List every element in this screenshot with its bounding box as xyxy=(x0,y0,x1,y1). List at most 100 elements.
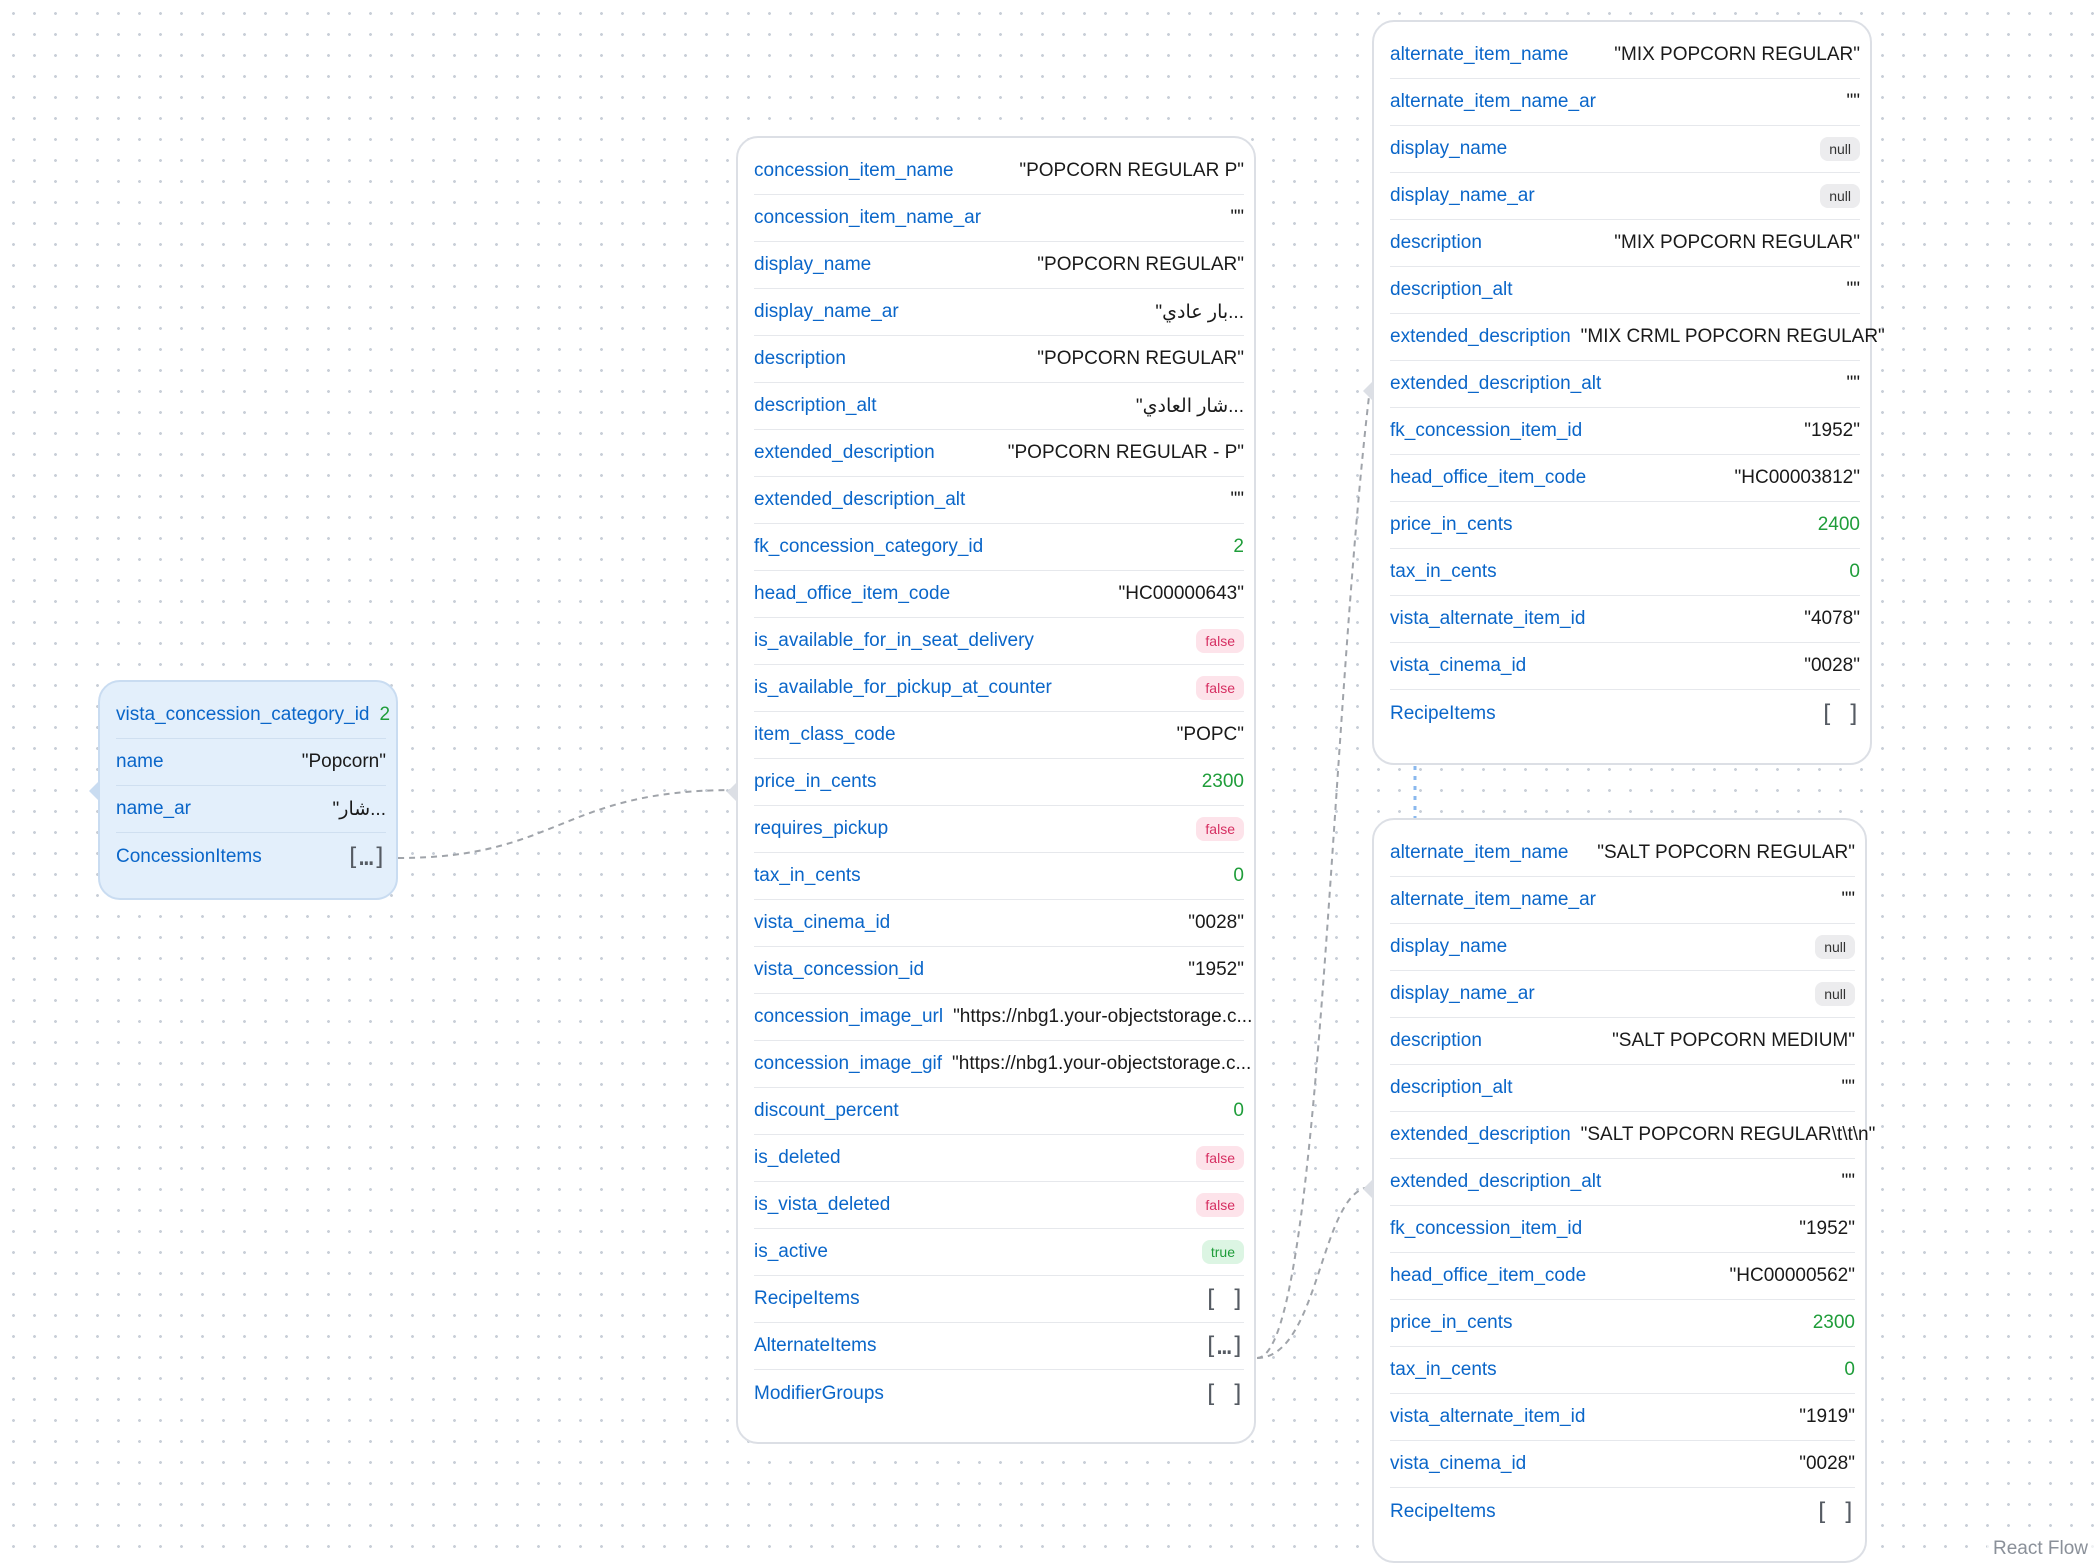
alternate-item-node-2[interactable]: alternate_item_name"SALT POPCORN REGULAR… xyxy=(1363,818,1875,1563)
string-value: "POPCORN REGULAR" xyxy=(1037,254,1244,275)
field-row-extended-description[interactable]: extended_description"MIX CRML POPCORN RE… xyxy=(1390,314,1885,361)
field-row-vista-cinema-id[interactable]: vista_cinema_id"0028" xyxy=(1390,643,1860,690)
field-key: head_office_item_code xyxy=(1390,467,1587,488)
field-row-concession-item-name[interactable]: concession_item_name"POPCORN REGULAR P" xyxy=(754,148,1244,195)
field-row-vista-concession-id[interactable]: vista_concession_id"1952" xyxy=(754,947,1244,994)
field-row-alternate-item-name[interactable]: alternate_item_name"MIX POPCORN REGULAR" xyxy=(1390,32,1860,79)
field-row-extended-description-alt[interactable]: extended_description_alt"" xyxy=(754,477,1244,524)
string-value: "POPCORN REGULAR" xyxy=(1037,348,1244,369)
field-row-display-name-ar[interactable]: display_name_ar"بار عادي... xyxy=(754,289,1244,336)
empty-array-icon[interactable]: [ ] xyxy=(1814,1497,1856,1526)
field-row-display-name[interactable]: display_name "POPCORN REGULAR" xyxy=(754,242,1244,289)
null-badge: null xyxy=(1815,982,1855,1006)
target-handle[interactable] xyxy=(1363,1180,1372,1198)
empty-array-icon[interactable]: [ ] xyxy=(1203,1285,1245,1313)
expand-array-icon[interactable]: […] xyxy=(1203,1332,1245,1360)
field-row-extended-description[interactable]: extended_description"POPCORN REGULAR - P… xyxy=(754,430,1244,477)
alternate-item-node-1[interactable]: alternate_item_name"MIX POPCORN REGULAR"… xyxy=(1363,20,1885,765)
field-row-concession-image-gif[interactable]: concession_image_gif"https://nbg1.your-o… xyxy=(754,1041,1252,1088)
field-row-alternate-item-name-ar[interactable]: alternate_item_name_ar"" xyxy=(1390,79,1860,126)
field-row-concession-image-url[interactable]: concession_image_url"https://nbg1.your-o… xyxy=(754,994,1252,1041)
field-key: display_name_ar xyxy=(1390,185,1535,206)
field-row-recipeitems[interactable]: RecipeItems[ ] xyxy=(1390,1488,1856,1535)
field-key: extended_description xyxy=(754,442,935,463)
field-row-vista-alternate-item-id[interactable]: vista_alternate_item_id"4078" xyxy=(1390,596,1860,643)
edge-item-to-alt2[interactable] xyxy=(1256,1186,1371,1359)
field-row-fk-concession-item-id[interactable]: fk_concession_item_id"1952" xyxy=(1390,408,1860,455)
field-row-description-alt[interactable]: description_alt"" xyxy=(1390,1065,1855,1112)
field-row-recipeitems[interactable]: RecipeItems[ ] xyxy=(754,1276,1245,1323)
target-handle[interactable] xyxy=(1363,382,1372,400)
field-key: is_vista_deleted xyxy=(754,1194,891,1215)
field-row-description-alt[interactable]: description_alt"" xyxy=(1390,267,1860,314)
string-value: "1952" xyxy=(1188,959,1244,980)
field-row-concession-item-name-ar[interactable]: concession_item_name_ar"" xyxy=(754,195,1244,242)
string-value: "1919" xyxy=(1799,1406,1855,1427)
field-row-alternateitems[interactable]: AlternateItems[…] xyxy=(754,1323,1245,1370)
string-value: "0028" xyxy=(1188,912,1244,933)
edge-item-to-alt1[interactable] xyxy=(1256,387,1371,1359)
field-row-vista-alternate-item-id[interactable]: vista_alternate_item_id"1919" xyxy=(1390,1394,1855,1441)
field-row-extended-description[interactable]: extended_description"SALT POPCORN REGULA… xyxy=(1390,1112,1875,1159)
field-row-alternate-item-name[interactable]: alternate_item_name"SALT POPCORN REGULAR… xyxy=(1390,830,1855,877)
expand-array-icon[interactable]: […] xyxy=(345,842,387,871)
target-handle[interactable] xyxy=(89,782,98,800)
field-row-name-ar[interactable]: name_ar"شار... xyxy=(116,786,386,833)
empty-array-icon[interactable]: [ ] xyxy=(1203,1379,1245,1408)
field-row-extended-description-alt[interactable]: extended_description_alt"" xyxy=(1390,361,1860,408)
field-row-description-alt[interactable]: description_alt"شار العادي... xyxy=(754,383,1244,430)
field-row-item-class-code[interactable]: item_class_code"POPC" xyxy=(754,712,1244,759)
field-key: concession_item_name_ar xyxy=(754,207,982,228)
field-row-concessionitems[interactable]: ConcessionItems […] xyxy=(116,833,387,880)
field-row-description[interactable]: description"SALT POPCORN MEDIUM" xyxy=(1390,1018,1855,1065)
field-row-recipeitems[interactable]: RecipeItems [ ] xyxy=(1390,690,1861,737)
field-key: ConcessionItems xyxy=(116,845,262,867)
field-row-description[interactable]: description"MIX POPCORN REGULAR" xyxy=(1390,220,1860,267)
field-key: price_in_cents xyxy=(754,771,877,792)
string-value: "" xyxy=(1846,373,1861,394)
target-handle[interactable] xyxy=(727,783,736,801)
field-key: display_name xyxy=(754,254,872,275)
field-row-head-office-item-code[interactable]: head_office_item_code"HC00003812" xyxy=(1390,455,1860,502)
field-row-description[interactable]: description"POPCORN REGULAR" xyxy=(754,336,1244,383)
string-value: "https://nbg1.your-objectstorage.c... xyxy=(952,1053,1252,1074)
field-row-vista-cinema-id[interactable]: vista_cinema_id"0028" xyxy=(754,900,1244,947)
field-row-head-office-item-code[interactable]: head_office_item_code"HC00000562" xyxy=(1390,1253,1855,1300)
field-key: alternate_item_name_ar xyxy=(1390,889,1596,910)
field-key: tax_in_cents xyxy=(1390,1359,1497,1380)
field-row-modifiergroups[interactable]: ModifierGroups[ ] xyxy=(754,1370,1245,1417)
concession-item-node[interactable]: concession_item_name"POPCORN REGULAR P"c… xyxy=(727,136,1256,1444)
react-flow-attribution[interactable]: React Flow xyxy=(1986,1536,2094,1562)
field-row-extended-description-alt[interactable]: extended_description_alt"" xyxy=(1390,1159,1855,1206)
field-row-vista-cinema-id[interactable]: vista_cinema_id"0028" xyxy=(1390,1441,1855,1488)
empty-array-icon[interactable]: [ ] xyxy=(1819,699,1861,728)
field-row-head-office-item-code[interactable]: head_office_item_code"HC00000643" xyxy=(754,571,1244,618)
string-value: "HC00000643" xyxy=(1118,583,1244,604)
number-value: 2400 xyxy=(1817,514,1860,535)
field-row-fk-concession-item-id[interactable]: fk_concession_item_id"1952" xyxy=(1390,1206,1855,1253)
field-key: RecipeItems xyxy=(1390,702,1496,724)
edge-category-to-item[interactable] xyxy=(397,789,735,859)
field-row-alternate-item-name-ar[interactable]: alternate_item_name_ar"" xyxy=(1390,877,1855,924)
field-row-name[interactable]: name"Popcorn" xyxy=(116,739,386,786)
